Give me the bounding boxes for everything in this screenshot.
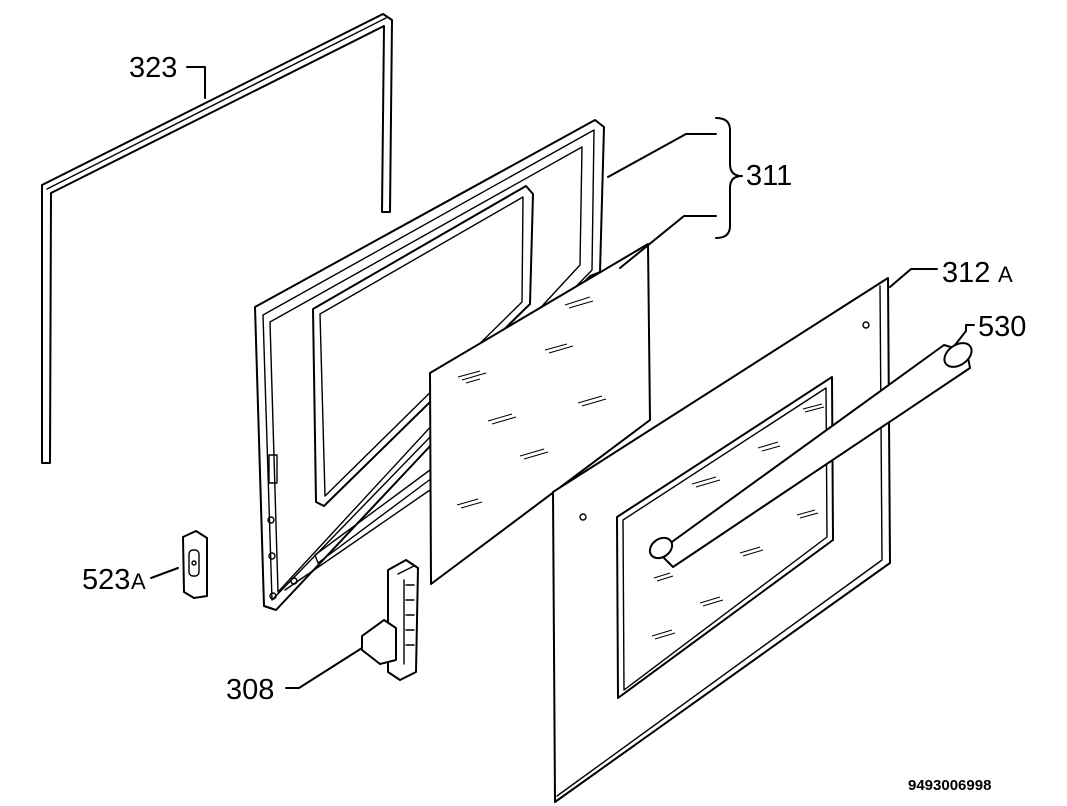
side-clip-523a	[182, 530, 208, 599]
leader-lines	[150, 66, 975, 689]
door-gasket-323	[41, 13, 393, 464]
outer-glass-panel-312a	[552, 277, 891, 803]
door-hinge-308	[361, 559, 419, 681]
brace-311	[715, 117, 743, 239]
label-311: 311	[746, 160, 792, 192]
inner-door-frame	[254, 119, 605, 611]
door-handle-530	[648, 342, 973, 568]
document-number: 9493006998	[908, 777, 991, 794]
label-523: 523	[82, 564, 130, 596]
label-312-suffix: A	[998, 262, 1013, 287]
label-308: 308	[226, 674, 274, 706]
label-530: 530	[978, 311, 1026, 343]
label-323: 323	[129, 52, 177, 84]
label-312: 312	[942, 257, 990, 289]
inner-glass-panel	[429, 243, 651, 585]
label-523-suffix: A	[131, 569, 146, 594]
